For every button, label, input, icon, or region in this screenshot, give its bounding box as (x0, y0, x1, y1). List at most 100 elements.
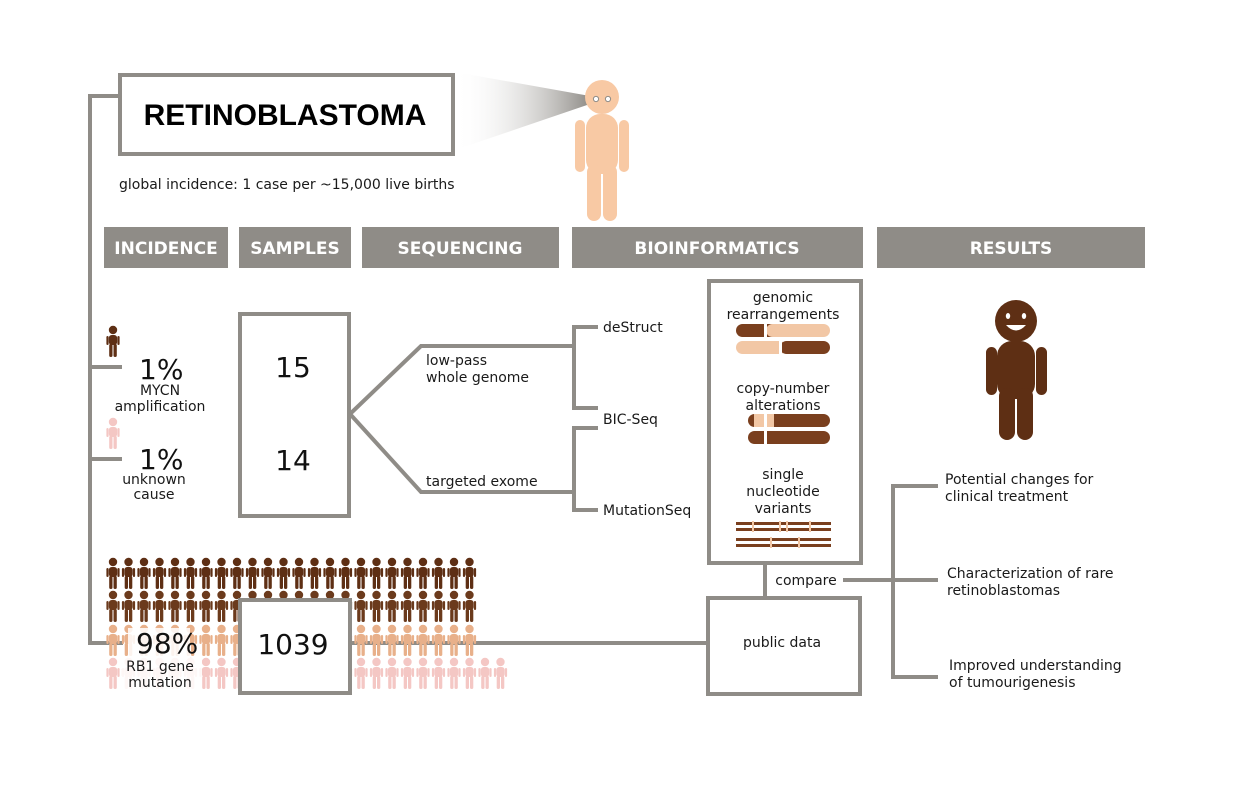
header-results-label: RESULTS (970, 239, 1053, 259)
child-figure-light (575, 80, 629, 221)
crowd-person-icon (292, 557, 306, 589)
samples-count-public: 1039 (257, 628, 328, 661)
crowd-person-icon (416, 624, 430, 656)
header-bioinformatics-label: BIOINFORMATICS (634, 239, 799, 259)
crowd-person-icon (152, 557, 167, 589)
gaze-beam (455, 72, 590, 150)
header-sequencing-label: SEQUENCING (398, 239, 523, 259)
crowd-person-icon (354, 624, 368, 656)
crowd-person-icon (106, 624, 120, 656)
rb1-label-backdrop (122, 658, 202, 692)
cna-label-2: alterations (745, 398, 820, 414)
person-icon-dark (106, 325, 120, 357)
chromosome-cna-1 (748, 414, 830, 427)
tool-bicseq: BIC-Seq (603, 412, 658, 428)
crowd-person-icon (369, 657, 384, 689)
wgs-label-1: low-pass (426, 353, 487, 369)
crowd-person-icon (400, 590, 415, 622)
rb1-percent-backdrop (128, 628, 190, 658)
smiling-face-icon (1005, 313, 1027, 331)
child-eye-left (592, 95, 600, 103)
cna-label-1: copy-number (737, 381, 830, 397)
crowd-person-icon (385, 557, 399, 589)
tool-destruct: deStruct (603, 320, 663, 336)
crowd-person-icon (462, 557, 477, 589)
crowd-person-icon (400, 657, 415, 689)
rearrangements-label-2: rearrangements (727, 307, 840, 323)
crowd-person-icon (354, 557, 368, 589)
child-figure-dark (986, 300, 1047, 440)
crowd-person-icon (431, 657, 446, 689)
samples-box-sequenced (238, 312, 351, 518)
crowd-person-icon (199, 590, 213, 622)
crowd-person-icon (447, 557, 461, 589)
result-2-line-2: retinoblastomas (947, 583, 1060, 599)
rearrangements-label-1: genomic (753, 290, 813, 306)
crowd-person-icon (199, 624, 213, 656)
crowd-person-icon (106, 657, 120, 689)
snv-label-1: single (762, 467, 803, 483)
result-2-line-1: Characterization of rare (947, 566, 1114, 582)
snv-label-3: variants (755, 501, 812, 517)
samples-box-public (238, 598, 352, 695)
crowd-person-icon (478, 657, 492, 689)
header-sequencing (362, 227, 559, 268)
crowd-person-icon (214, 590, 229, 622)
crowd-person-icon (137, 590, 151, 622)
header-incidence (104, 227, 228, 268)
crowd-person-icon (385, 624, 399, 656)
crowd-person-icon (183, 557, 198, 589)
rb1-label-2: mutation (128, 675, 191, 691)
crowd-person-icon (354, 657, 368, 689)
crowd-person-icon (400, 624, 415, 656)
crowd-person-icon (462, 590, 477, 622)
public-data-label: public data (743, 635, 821, 651)
crowd-person-icon (385, 657, 399, 689)
compare-label-backdrop (770, 570, 842, 590)
mycn-percent: 1% (139, 353, 183, 386)
crowd-person-icon (447, 590, 461, 622)
crowd-person-icon (369, 624, 384, 656)
rb1-percent: 98% (136, 627, 198, 660)
samples-count-wgs: 15 (275, 351, 311, 384)
crowd-person-icon (168, 590, 182, 622)
crowd-person-icon (199, 557, 213, 589)
crowd-person-icon (137, 557, 151, 589)
crowd-person-icon (230, 557, 244, 589)
crowd-person-icon (121, 590, 136, 622)
mycn-label-1: MYCN (140, 383, 180, 399)
tool-mutationseq: MutationSeq (603, 503, 691, 519)
result-1-line-1: Potential changes for (945, 472, 1094, 488)
crowd-person-icon (493, 657, 508, 689)
unknown-label-2: cause (133, 487, 174, 503)
chromosome-rearranged-1 (736, 324, 830, 337)
crowd-person-icon (323, 557, 337, 589)
crowd-person-icon (214, 557, 229, 589)
crowd-person-icon (385, 590, 399, 622)
crowd-person-icon (416, 657, 430, 689)
crowd-person-icon (214, 624, 229, 656)
crowd-person-icon (261, 557, 275, 589)
rb1-label-1: RB1 gene (126, 659, 194, 675)
crowd-person-icon (276, 557, 291, 589)
unknown-label-1: unknown (122, 472, 186, 488)
crowd-person-icon (431, 557, 446, 589)
chromosome-cna-2 (748, 431, 830, 444)
header-results (877, 227, 1145, 268)
crowd-person-icon (447, 624, 461, 656)
crowd-person-icon (106, 557, 120, 589)
public-data-box (706, 596, 862, 696)
crowd-person-icon (152, 590, 167, 622)
crowd-person-icon (400, 557, 415, 589)
result-1-line-2: clinical treatment (945, 489, 1069, 505)
incidence-note: global incidence: 1 case per ~15,000 liv… (119, 177, 455, 193)
crowd-person-icon (354, 590, 368, 622)
dna-strands-icon (736, 521, 831, 548)
wgs-label-2: whole genome (426, 370, 529, 386)
header-samples (239, 227, 351, 268)
result-3-line-1: Improved understanding (949, 658, 1122, 674)
crowd-person-icon (431, 590, 446, 622)
crowd-person-icon (338, 557, 353, 589)
exome-label: targeted exome (426, 474, 538, 490)
